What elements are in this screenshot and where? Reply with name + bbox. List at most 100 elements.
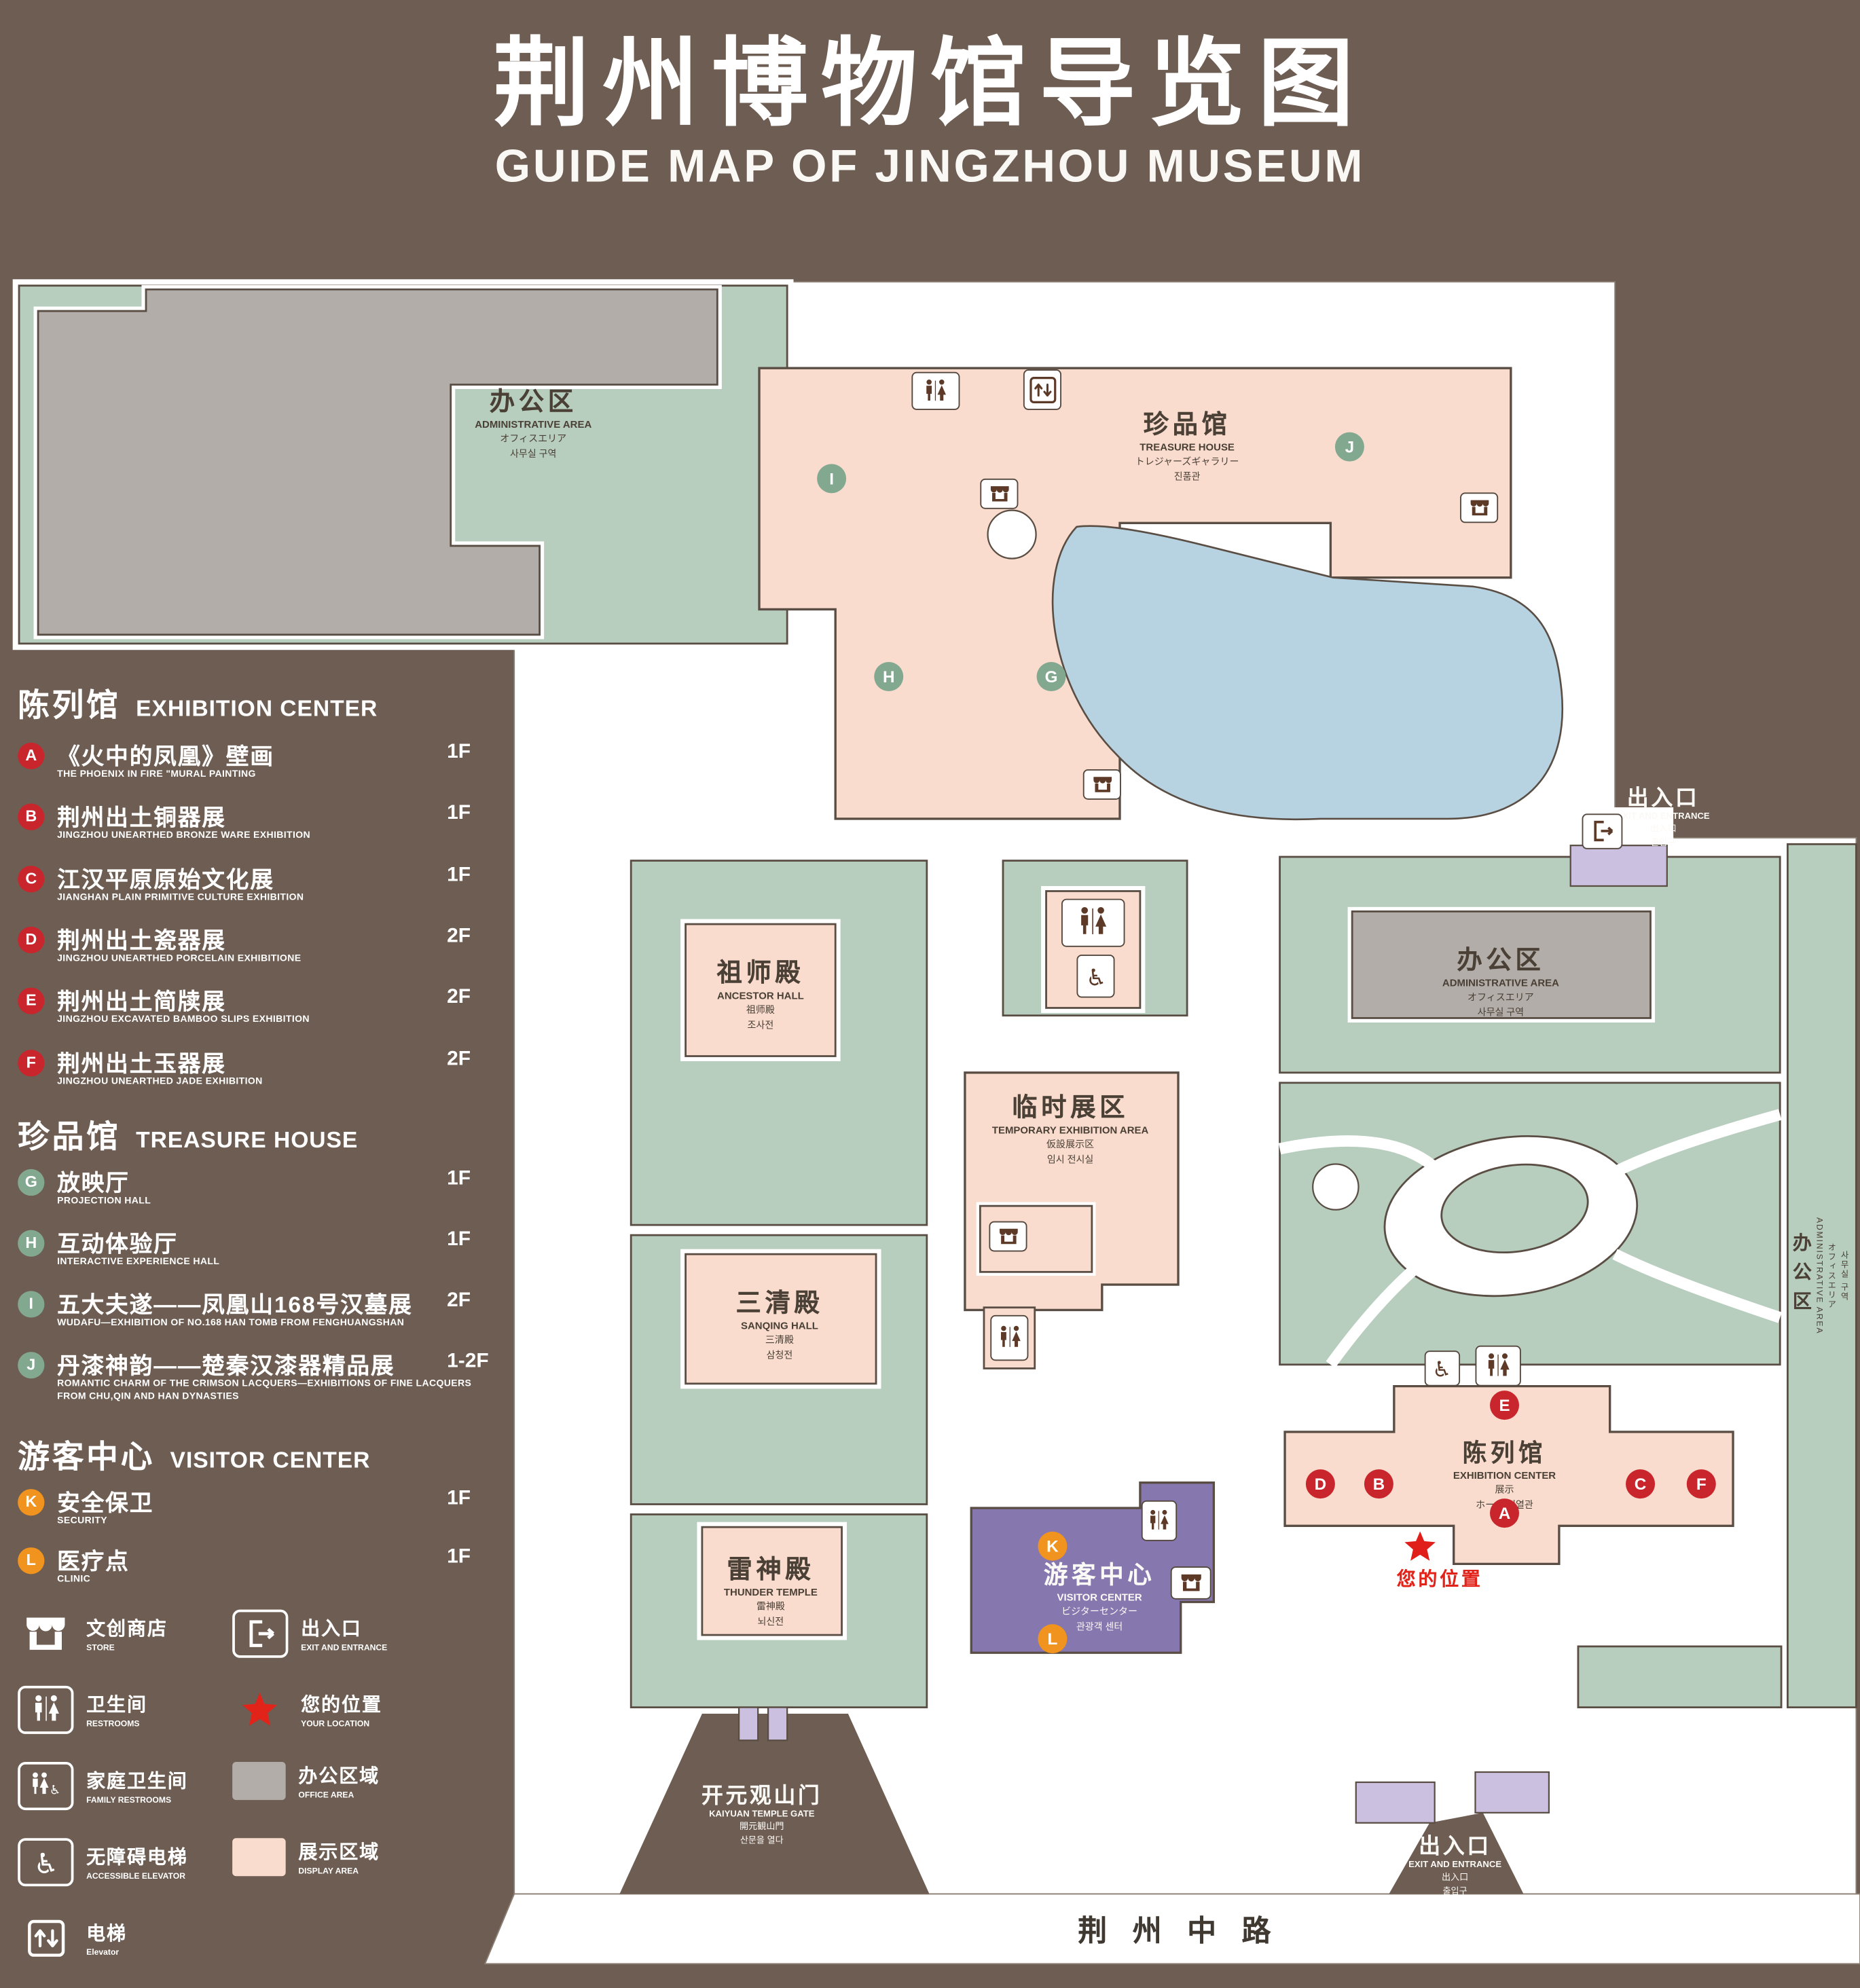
section-title-en: EXHIBITION CENTER [136, 695, 378, 721]
label-ko: 뇌신전 [757, 1616, 784, 1627]
label-zh: 出入口 [1419, 1834, 1491, 1859]
legend-item-k: K 安全保卫 SECURITY 1F [18, 1488, 515, 1546]
item-en: CLINIC [57, 1572, 91, 1585]
legend-symbol-office-area: 办公区域 OFFICE AREA [232, 1762, 380, 1801]
label-exit-south: 出入口 EXIT AND ENTRANCE 出入口 출입구 [1408, 1828, 1501, 1898]
label-zh: 三清殿 [735, 1289, 824, 1318]
store-icon [18, 1610, 73, 1658]
label-en: ANCESTOR HALL [717, 990, 804, 1002]
marker-badge-h: H [18, 1230, 45, 1257]
item-en: INTERACTIVE EXPERIENCE HALL [57, 1255, 220, 1267]
label-ko: 삼청전 [766, 1349, 793, 1361]
marker-badge-g: G [18, 1168, 45, 1196]
symbol-en: STORE [86, 1644, 115, 1653]
label-en: TEMPORARY EXHIBITION AREA [991, 1124, 1149, 1137]
label-ko: 산문을 열다 [740, 1837, 784, 1846]
label-exit-east: 出入口 EXIT AND ENTRANCE 出入口 출입구 [1617, 779, 1710, 849]
garden-island [1440, 1163, 1589, 1254]
building-thunder-temple [701, 1526, 843, 1636]
page-title: 荆州博物馆导览图 [493, 30, 1367, 139]
section-title-en: TREASURE HOUSE [136, 1127, 359, 1153]
label-admin-east-strip: 办公区 ADMINISTRATIVE AREA オフィスエリア 사무실 구역 [1787, 844, 1856, 1707]
symbol-en: EXIT AND ENTRANCE [301, 1644, 388, 1653]
symbol-en: OFFICE AREA [298, 1791, 354, 1801]
legend-item-e: E 荆州出土简牍展 JINGZHOU EXCAVATED BAMBOO SLIP… [18, 987, 515, 1045]
label-en: ADMINISTRATIVE AREA [475, 418, 592, 430]
label-admin-mid: 办公区 ADMINISTRATIVE AREA オフィスエリア 사무실 구역 [1442, 940, 1559, 1020]
map-marker-j: J [1334, 432, 1364, 462]
building-sanqing-hall [685, 1253, 877, 1385]
restroom-icon [1061, 898, 1125, 947]
item-floor: 2F [447, 986, 471, 1008]
label-ko: 관광객 센터 [1076, 1621, 1123, 1633]
legend-item-j: J 丹漆神韵——楚秦汉漆器精品展 ROMANTIC CHARM OF THE C… [18, 1350, 515, 1409]
elevator-icon [18, 1914, 73, 1962]
label-ja: 開元観山門 [740, 1822, 784, 1832]
label-en: EXIT AND ENTRANCE [1408, 1860, 1502, 1870]
legend-item-h: H 互动体验厅 INTERACTIVE EXPERIENCE HALL 1F [18, 1229, 515, 1287]
symbol-zh: 文创商店 [86, 1618, 168, 1640]
restroom-icon [911, 371, 960, 410]
building-admin-northwest [37, 288, 718, 636]
item-zh: 五大夫遂——凤凰山168号汉墓展 [57, 1292, 413, 1318]
label-ko: 임시 전시실 [1046, 1154, 1094, 1166]
symbol-zh: 出入口 [301, 1618, 362, 1640]
south-exit-pad-left [1355, 1781, 1436, 1824]
label-en: ADMINISTRATIVE AREA [1814, 1217, 1823, 1335]
symbol-zh: 办公区域 [298, 1765, 380, 1788]
marker-badge-d: D [18, 926, 45, 954]
map-marker-l: L [1038, 1624, 1068, 1654]
symbol-zh: 您的位置 [301, 1694, 382, 1716]
lakeside-plaza-spot [987, 509, 1037, 559]
page-subtitle: GUIDE MAP OF JINGZHOU MUSEUM [494, 139, 1366, 192]
store-icon [1170, 1566, 1211, 1600]
label-ja: オフィスエリア [1467, 991, 1534, 1003]
label-ja: トレジャーズギャラリー [1135, 456, 1239, 468]
display-area-swatch [232, 1838, 286, 1877]
symbol-en: FAMILY RESTROOMS [86, 1796, 172, 1805]
item-en: JINGZHOU EXCAVATED BAMBOO SLIPS EXHIBITI… [57, 1012, 310, 1025]
legend-item-g: G 放映厅 PROJECTION HALL 1F [18, 1168, 515, 1226]
item-en: WUDAFU—EXHIBITION OF NO.168 HAN TOMB FRO… [57, 1316, 405, 1328]
map-marker-f: F [1686, 1469, 1716, 1499]
label-ja: 仮設展示区 [1046, 1139, 1095, 1150]
store-icon [1460, 492, 1499, 523]
label-zh: 临时展区 [1012, 1094, 1129, 1122]
map-marker-c: C [1626, 1469, 1656, 1499]
label-sanqing-hall: 三清殿 SANQING HALL 三清殿 삼청전 [735, 1282, 823, 1362]
label-zh: 办公区 [1457, 946, 1545, 975]
item-floor: 1F [447, 1228, 471, 1251]
item-zh: 荆州出土简牍展 [57, 989, 226, 1014]
label-en: KAIYUAN TEMPLE GATE [709, 1810, 815, 1820]
label-ja: 出入口 [1441, 1873, 1469, 1883]
item-en: JIANGHAN PLAIN PRIMITIVE CULTURE EXHIBIT… [57, 891, 304, 903]
label-en: SANQING HALL [741, 1320, 818, 1332]
map-marker-h: H [874, 662, 904, 692]
label-en: ADMINISTRATIVE AREA [1442, 977, 1559, 989]
map-marker-d: D [1305, 1469, 1335, 1499]
label-treasure-house: 珍品馆 TREASURE HOUSE トレジャーズギャラリー 진품관 [1135, 404, 1239, 484]
restroom-icon [18, 1685, 74, 1734]
item-floor: 1F [447, 864, 471, 886]
label-zh: 游客中心 [1043, 1562, 1156, 1589]
restroom-icon [1475, 1345, 1521, 1386]
label-ancestor-hall: 祖师殿 ANCESTOR HALL 祖师殿 조사전 [716, 952, 804, 1032]
item-zh: 荆州出土玉器展 [57, 1051, 226, 1077]
south-exit-pad-right [1474, 1771, 1550, 1814]
location-star-icon [232, 1686, 288, 1734]
item-floor: 2F [447, 1048, 471, 1071]
label-zh: 陈列馆 [1462, 1441, 1547, 1468]
south-exit-plaza [1389, 1812, 1524, 1894]
label-zh: 开元观山门 [701, 1783, 822, 1808]
east-exit-pad [1569, 845, 1668, 887]
marker-badge-l: L [18, 1547, 45, 1575]
elevator-icon [1023, 369, 1062, 410]
item-zh: 《火中的凤凰》壁画 [57, 743, 274, 769]
marker-badge-i: I [18, 1291, 45, 1318]
label-en: THUNDER TEMPLE [723, 1587, 818, 1598]
